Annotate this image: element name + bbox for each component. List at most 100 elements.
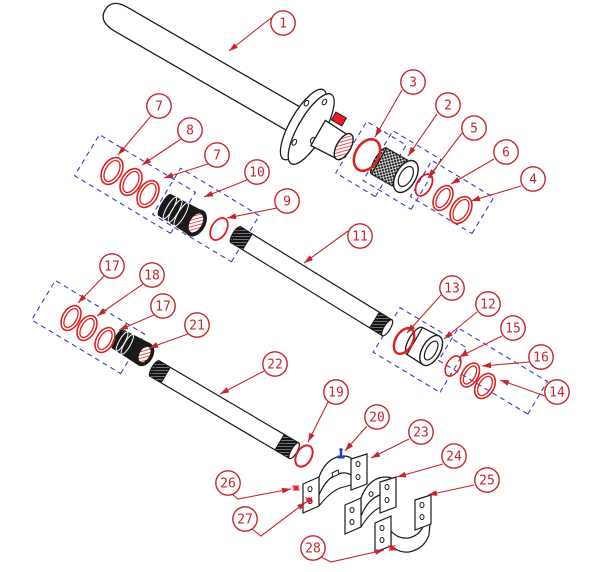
callout-balloon — [323, 379, 349, 405]
callout-9: 9 — [226, 188, 300, 220]
callout-balloon — [99, 253, 125, 279]
leader-arrowhead — [444, 331, 453, 339]
callout-5: 5 — [427, 115, 487, 179]
leader-arrowhead — [500, 380, 510, 386]
leader-line — [374, 89, 403, 138]
leader-line — [251, 501, 307, 537]
leader-arrowhead — [142, 157, 152, 165]
leader-arrowhead — [97, 308, 106, 316]
leader-arrowhead — [78, 294, 87, 303]
leader-arrowhead — [229, 43, 238, 51]
part-22-piston-rod-shape — [149, 360, 171, 384]
callout-balloon — [544, 379, 570, 405]
seal-kit-group-box — [151, 167, 261, 263]
callout-balloon — [441, 443, 467, 469]
callout-1: 1 — [228, 10, 296, 52]
callout-number: 13 — [444, 282, 460, 297]
callout-18: 18 — [96, 262, 165, 317]
leader-arrowhead — [374, 549, 384, 555]
callout-20: 20 — [344, 404, 390, 452]
callout-number: 2 — [444, 99, 452, 114]
leader-arrowhead — [482, 362, 492, 369]
part-21-rod-gland-shape — [137, 345, 152, 364]
callout-number: 17 — [104, 260, 120, 275]
o-ring-outline — [76, 314, 98, 342]
o-ring-outline — [136, 179, 160, 209]
part-23-clamp-half-shape — [355, 461, 361, 467]
o-ring-outline — [60, 304, 82, 332]
callout-balloon — [364, 404, 390, 430]
callout-balloon — [461, 115, 487, 141]
callout-balloon — [184, 312, 210, 338]
part-11-piston-rod-shape — [230, 226, 253, 251]
callout-3: 3 — [374, 69, 426, 138]
part-24-clamp-half-shape — [349, 507, 355, 513]
seal-ring-part-4 — [449, 195, 473, 225]
part-23-clamp-half-shape — [331, 469, 340, 478]
callout-number: 11 — [352, 230, 368, 245]
callout-balloon — [139, 262, 165, 288]
seal-ring-part-3 — [352, 137, 382, 173]
leader-line — [96, 283, 144, 317]
callout-balloon — [177, 117, 203, 143]
callout-balloon — [270, 10, 296, 36]
callout-number: 10 — [249, 166, 265, 181]
o-ring-outline — [432, 184, 454, 212]
callout-25: 25 — [427, 467, 500, 496]
callout-balloon — [400, 69, 426, 95]
part-11-piston-rod-shape — [381, 319, 394, 337]
callout-number: 19 — [328, 386, 344, 401]
leader-line — [427, 132, 463, 179]
leader-arrowhead — [164, 172, 174, 178]
callout-balloon — [146, 93, 172, 119]
part-24-clamp-half-shape — [349, 519, 355, 525]
callout-balloon — [500, 315, 526, 341]
o-ring-outline — [459, 362, 481, 388]
part-23-clamp-half-shape — [350, 453, 368, 491]
callout-balloon — [408, 419, 434, 445]
seal-ring-part-16 — [459, 362, 481, 388]
part-10-rod-gland-shape — [187, 212, 205, 234]
callout-4: 4 — [470, 166, 546, 202]
leader-arrowhead — [408, 146, 416, 156]
callout-17: 17 — [77, 253, 125, 304]
callout-number: 18 — [144, 269, 160, 284]
part-25-clamp-half — [374, 494, 432, 553]
leader-line — [320, 549, 385, 563]
callout-balloon — [274, 188, 300, 214]
leader-arrowhead — [428, 490, 438, 496]
leader-arrowhead — [149, 342, 159, 348]
part-25-clamp-half-shape — [379, 525, 385, 531]
o-ring-inner-outline — [462, 365, 478, 385]
seal-ring-part-17 — [94, 326, 116, 354]
part-23-clamp-half-shape — [318, 484, 352, 507]
o-ring-outline — [473, 372, 497, 400]
part-1-cylinder-barrel-shape — [303, 99, 310, 107]
o-ring-inner-outline — [435, 187, 451, 209]
fasteners-layer — [292, 484, 396, 552]
leader-arrowhead — [118, 146, 126, 155]
o-ring-outline — [449, 195, 473, 225]
part-20-grease-fitting-shape — [339, 450, 343, 456]
leader-arrowhead — [304, 255, 313, 263]
seal-ring-part-15 — [444, 355, 462, 377]
leader-line — [303, 230, 349, 264]
part-1-cylinder-barrel-shape — [330, 111, 348, 127]
o-ring-outline — [294, 444, 314, 468]
o-ring-inner-outline — [79, 317, 95, 339]
callout-balloon — [244, 159, 270, 185]
callout-number: 4 — [529, 173, 537, 188]
callout-number: 12 — [480, 298, 496, 313]
leader-arrowhead — [375, 127, 382, 137]
callout-balloon — [435, 92, 461, 118]
callout-24: 24 — [396, 443, 467, 478]
part-20-grease-fitting-shape — [339, 448, 343, 452]
leader-arrowhead — [407, 324, 416, 333]
part-24-clamp-half-shape — [384, 484, 390, 490]
o-ring-outline — [94, 326, 116, 354]
callout-number: 5 — [470, 122, 478, 137]
part-2-piston — [369, 147, 419, 194]
leader-arrowhead — [428, 169, 436, 178]
